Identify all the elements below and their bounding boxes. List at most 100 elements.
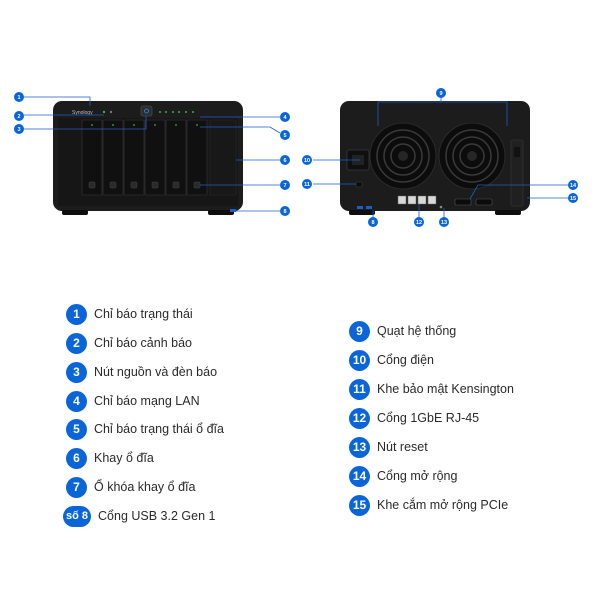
legend-label: Ổ khóa khay ổ đĩa [94, 480, 196, 494]
callout-number: 15 [570, 196, 576, 202]
callout-number: 12 [416, 220, 422, 226]
front-view: Synology [24, 96, 281, 215]
callout-badge [280, 112, 290, 122]
callout-badge [368, 217, 378, 227]
drive-bays [81, 119, 208, 196]
front-foot [62, 210, 88, 215]
bay-lock[interactable] [172, 181, 180, 189]
callout-number: 6 [283, 158, 286, 164]
bay-lock[interactable] [151, 181, 159, 189]
number-badge: 11 [349, 378, 370, 400]
callout-badge [568, 193, 578, 203]
number-badge: 4 [66, 390, 87, 412]
legend-item: số 8 Cổng USB 3.2 Gen 1 [63, 505, 215, 527]
brand-label: Synology [72, 110, 93, 116]
legend-label: Khay ổ đĩa [94, 451, 154, 465]
rear-usb-port[interactable] [357, 206, 363, 209]
expansion-port[interactable] [475, 198, 493, 206]
number-badge: 9 [349, 320, 370, 342]
reset-button[interactable] [439, 205, 443, 209]
lan-ports [397, 195, 437, 205]
legend-item: 5 Chỉ báo trạng thái ổ đĩa [66, 418, 224, 440]
drive-bay[interactable] [144, 119, 166, 196]
status-indicator [102, 110, 106, 114]
legend-item: 1 Chỉ báo trạng thái [66, 303, 193, 325]
callout-badge [14, 124, 24, 134]
callout-number: 8 [371, 220, 374, 226]
legend-item: 15 Khe cắm mở rộng PCIe [349, 494, 508, 516]
legend-label: Chỉ báo trạng thái [94, 307, 193, 321]
callout-number: 3 [17, 127, 20, 133]
callout-badge [280, 206, 290, 216]
callout-badge [280, 180, 290, 190]
legend-label: Nút nguồn và đèn báo [94, 365, 218, 379]
number-badge: 2 [66, 332, 87, 354]
callout-number: 4 [283, 115, 287, 121]
bay-lock[interactable] [130, 181, 138, 189]
legend-label: Cổng USB 3.2 Gen 1 [98, 509, 216, 523]
callout-badge [302, 155, 312, 165]
bay-lock[interactable] [193, 181, 201, 189]
number-badge: 15 [349, 494, 370, 516]
drive-bay[interactable] [81, 119, 103, 196]
callout-badge [302, 179, 312, 189]
expansion-port[interactable] [454, 198, 472, 206]
legend-item: 3 Nút nguồn và đèn báo [66, 361, 217, 383]
lan-port[interactable] [427, 195, 437, 205]
callout-number: 10 [304, 158, 310, 164]
number-badge: 10 [349, 349, 370, 371]
legend-label: Cổng điện [377, 353, 434, 367]
callout-number: 8 [283, 209, 286, 215]
lan-port[interactable] [407, 195, 417, 205]
bay-lock[interactable] [109, 181, 117, 189]
front-usb-port[interactable] [230, 209, 236, 212]
legend-label: Cổng 1GbE RJ-45 [377, 411, 480, 425]
lan-port[interactable] [417, 195, 427, 205]
legend-label: Quạt hệ thống [377, 324, 457, 338]
callout-badge [14, 92, 24, 102]
number-badge: 14 [349, 465, 370, 487]
legend-item: 10 Cổng điện [349, 349, 434, 371]
number-badge: 3 [66, 361, 87, 383]
callout-badge [436, 88, 446, 98]
callout-number: 9 [439, 91, 442, 97]
legend-label: Chỉ báo cảnh báo [94, 336, 192, 350]
callout-number: 11 [304, 182, 310, 188]
rear-view [313, 93, 572, 218]
legend-label: Khe bảo mật Kensington [377, 382, 514, 396]
legend-label: Chỉ báo trạng thái ổ đĩa [94, 422, 224, 436]
rear-callout-lines [313, 93, 572, 218]
power-button[interactable] [140, 105, 153, 117]
legend-label: Khe cắm mở rộng PCIe [377, 498, 509, 512]
legend-item: 2 Chỉ báo cảnh báo [66, 332, 192, 354]
legend-item: 4 Chỉ báo mạng LAN [66, 390, 200, 412]
drive-bay[interactable] [123, 119, 145, 196]
callout-number: 7 [283, 183, 286, 189]
drive-bay[interactable] [102, 119, 124, 196]
number-badge: 6 [66, 447, 87, 469]
callout-number: 5 [283, 133, 286, 139]
alert-indicator [109, 110, 113, 114]
front-foot [208, 210, 234, 215]
legend-label: Cổng mở rộng [377, 469, 458, 483]
number-badge: số 8 [63, 505, 92, 527]
callout-number: 1 [17, 95, 20, 101]
drive-bay[interactable] [165, 119, 187, 196]
number-badge: 5 [66, 418, 87, 440]
bay-lock[interactable] [88, 181, 96, 189]
front-callout-lines [24, 96, 281, 212]
legend-item: 14 Cổng mở rộng [349, 465, 457, 487]
lan-port[interactable] [397, 195, 407, 205]
callout-number: 13 [441, 220, 447, 226]
kensington-slot[interactable] [355, 181, 363, 188]
callout-badge [280, 130, 290, 140]
system-fans [369, 122, 506, 190]
drive-bay[interactable] [186, 119, 208, 196]
callout-badge [280, 155, 290, 165]
legend-item: 13 Nút reset [349, 436, 428, 458]
legend-item: 6 Khay ổ đĩa [66, 447, 154, 469]
rear-usb-port[interactable] [366, 206, 372, 209]
callout-badge [568, 180, 578, 190]
legend-item: 12 Cổng 1GbE RJ-45 [349, 407, 479, 429]
